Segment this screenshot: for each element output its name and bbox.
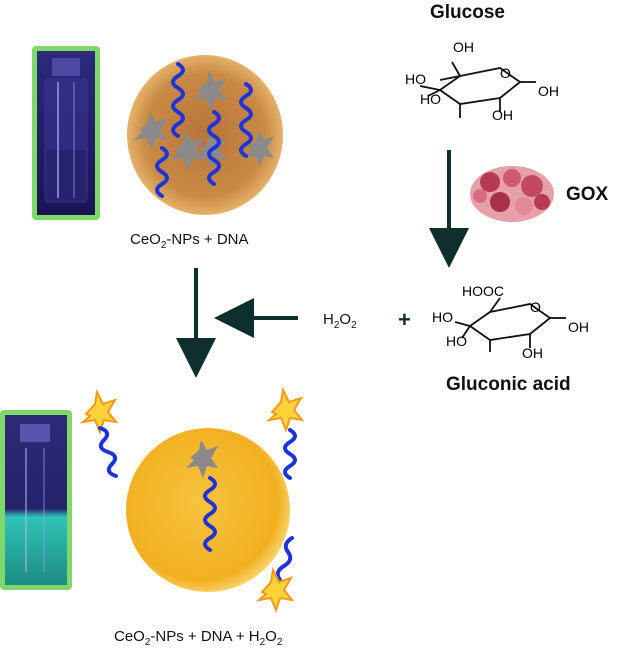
gluconic-acid-structure bbox=[454, 297, 566, 352]
yellow-star-icon bbox=[79, 388, 119, 435]
gluconic-hooc: HOOC bbox=[462, 283, 504, 299]
gluconic-ho-low: HO bbox=[446, 333, 467, 349]
yellow-star-icon bbox=[255, 566, 295, 613]
glucose-oh-top: OH bbox=[453, 39, 474, 55]
glucose-structure bbox=[419, 61, 536, 118]
glucose-label: Glucose bbox=[430, 2, 505, 23]
plus-sign: + bbox=[398, 307, 411, 332]
gluconic-o-ring: O bbox=[530, 299, 541, 315]
dna-strand bbox=[203, 476, 217, 552]
gray-star-icon bbox=[186, 440, 218, 478]
glucose-o-ring: O bbox=[500, 65, 511, 81]
released-dna-right-top bbox=[265, 386, 305, 480]
top-caption: CeO2-NPs + DNA bbox=[130, 231, 249, 251]
bottom-caption: CeO2-NPs + DNA + H2O2 bbox=[114, 628, 283, 648]
glucose-oh-right: OH bbox=[538, 83, 559, 99]
gluconic-acid-label: Gluconic acid bbox=[446, 374, 571, 395]
glucose-ho-left: HO bbox=[405, 71, 426, 87]
ceo2-nanoparticle-top bbox=[127, 55, 283, 215]
gox-label: GOX bbox=[566, 184, 609, 205]
glucose-oh-bottom: OH bbox=[492, 107, 513, 123]
yellow-star-icon bbox=[265, 386, 305, 433]
dna-strands bbox=[155, 62, 253, 198]
gluconic-ho-left: HO bbox=[432, 309, 453, 325]
gox-enzyme-icon bbox=[470, 166, 554, 222]
released-dna-left bbox=[79, 388, 119, 478]
gluconic-oh-right: OH bbox=[568, 319, 589, 335]
h2o2-label: H2O2 bbox=[323, 311, 357, 331]
glucose-ho-low: HO bbox=[420, 91, 441, 107]
gluconic-oh-bottom: OH bbox=[522, 345, 543, 361]
vial-photo-top bbox=[32, 46, 100, 220]
released-dna-right-bottom bbox=[255, 536, 295, 613]
vial-photo-bottom bbox=[0, 410, 72, 590]
ceo2-nanoparticle-bottom bbox=[126, 428, 290, 592]
